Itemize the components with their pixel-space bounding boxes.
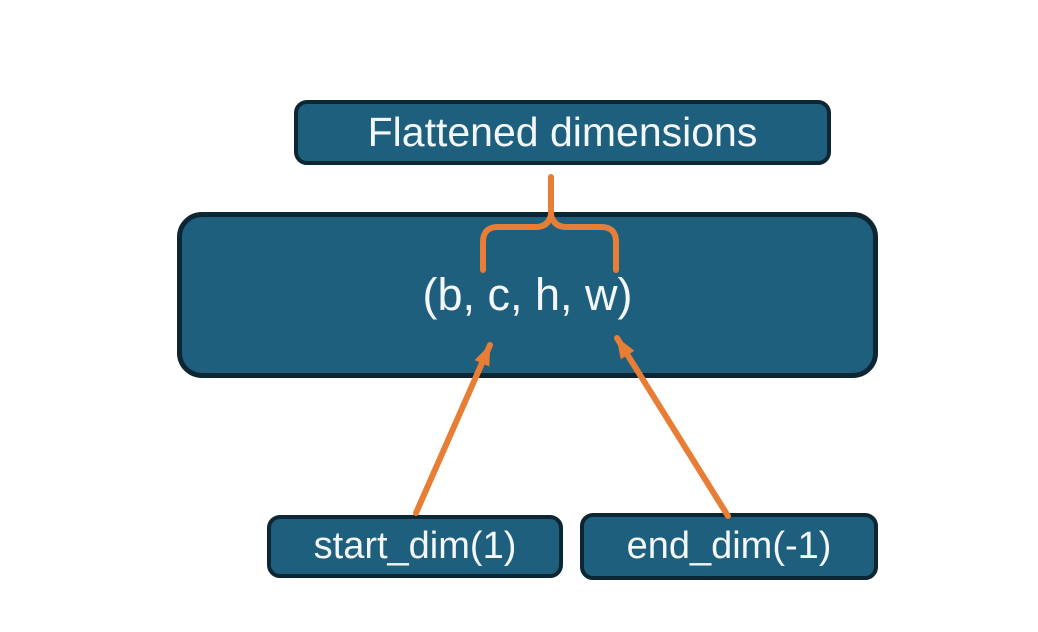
flattened-dimensions-box: Flattened dimensions [294, 100, 831, 165]
end-dim-box: end_dim(-1) [580, 513, 878, 580]
start-dim-box: start_dim(1) [267, 515, 563, 578]
end-dim-label: end_dim(-1) [626, 525, 832, 567]
tensor-shape-box: (b, c, h, w) [177, 212, 878, 378]
tensor-shape-label: (b, c, h, w) [422, 269, 633, 320]
start-dim-label: start_dim(1) [313, 525, 517, 567]
flattened-dimensions-label: Flattened dimensions [367, 109, 758, 155]
